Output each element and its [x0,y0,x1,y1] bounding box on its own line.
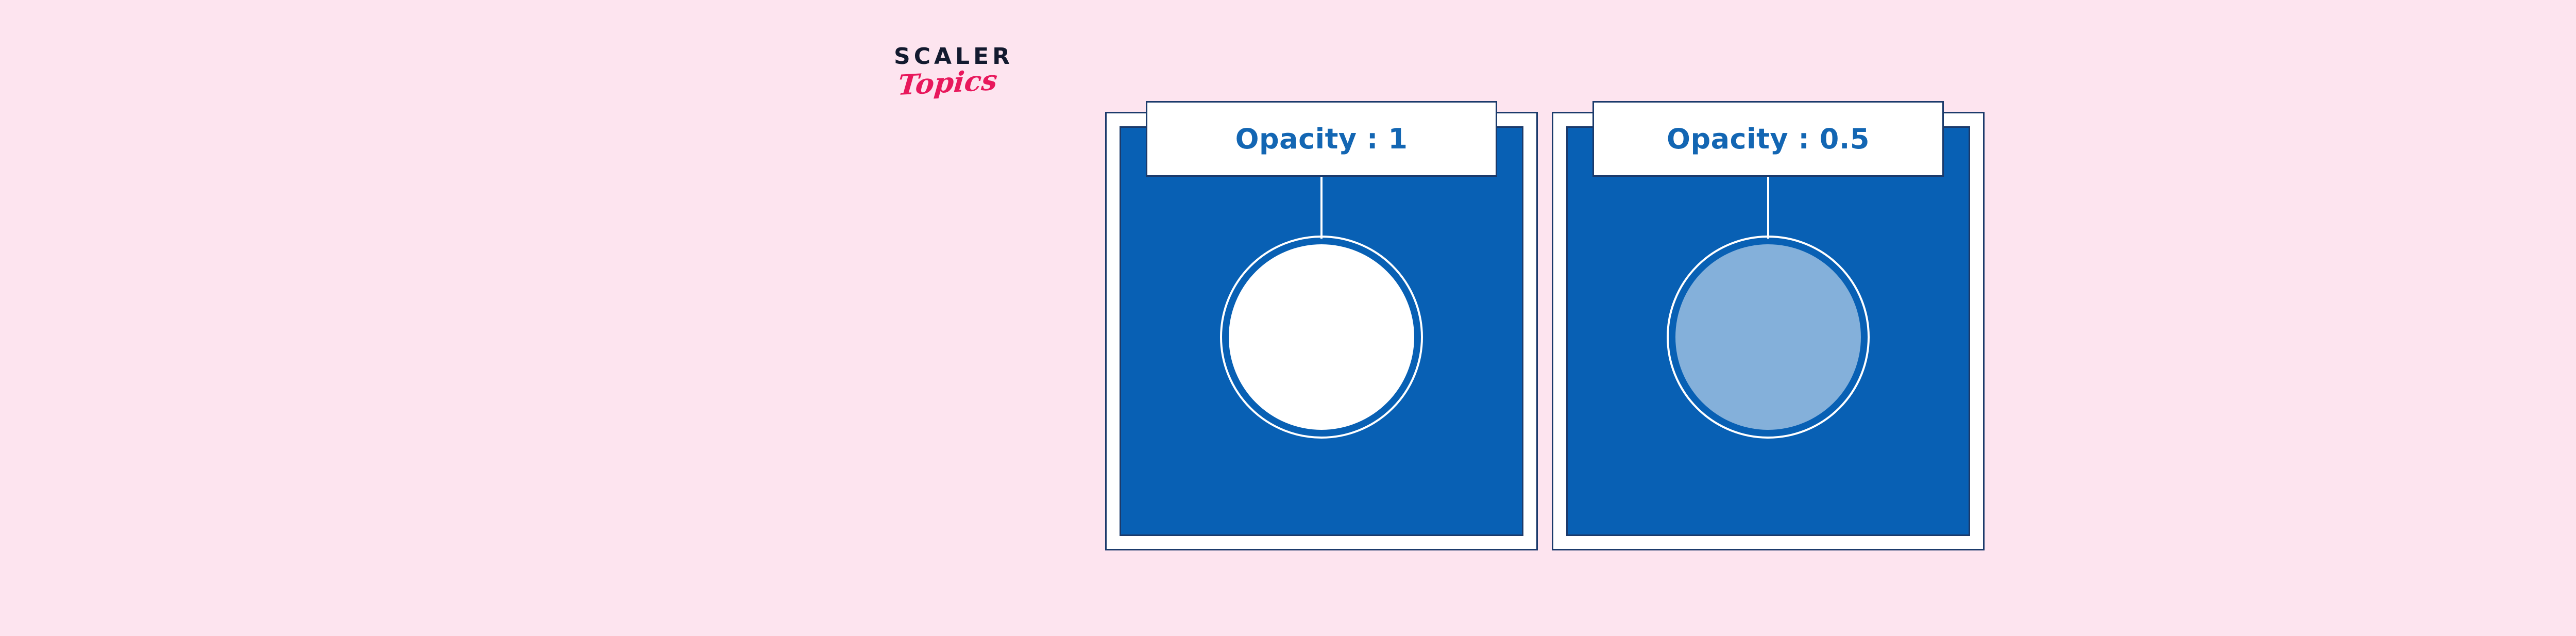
opacity-card-half: Opacity : 0.5 [1552,101,1985,550]
opacity-label-text: Opacity : 1 [1235,123,1408,155]
circle-fill-opaque [1229,244,1414,430]
connector-line [1320,177,1323,239]
logo-scaler-text: SCALER [894,43,1014,70]
circle-ring [1667,236,1870,439]
circle-fill-translucent [1675,244,1861,430]
connector-line [1767,177,1769,239]
circle-group-half-opacity [1667,236,1870,439]
logo-topics-text: Topics [896,63,999,102]
opacity-label-chip: Opacity : 1 [1146,101,1497,177]
blue-panel: Opacity : 1 [1120,101,1523,536]
opacity-card-full: Opacity : 1 [1105,101,1538,550]
opacity-label-chip: Opacity : 0.5 [1592,101,1944,177]
blue-panel: Opacity : 0.5 [1566,101,1970,536]
opacity-label-text: Opacity : 0.5 [1667,123,1870,155]
circle-group-full-opacity [1220,236,1423,439]
circle-ring [1220,236,1423,439]
scaler-topics-logo: SCALER Topics [894,45,1064,107]
